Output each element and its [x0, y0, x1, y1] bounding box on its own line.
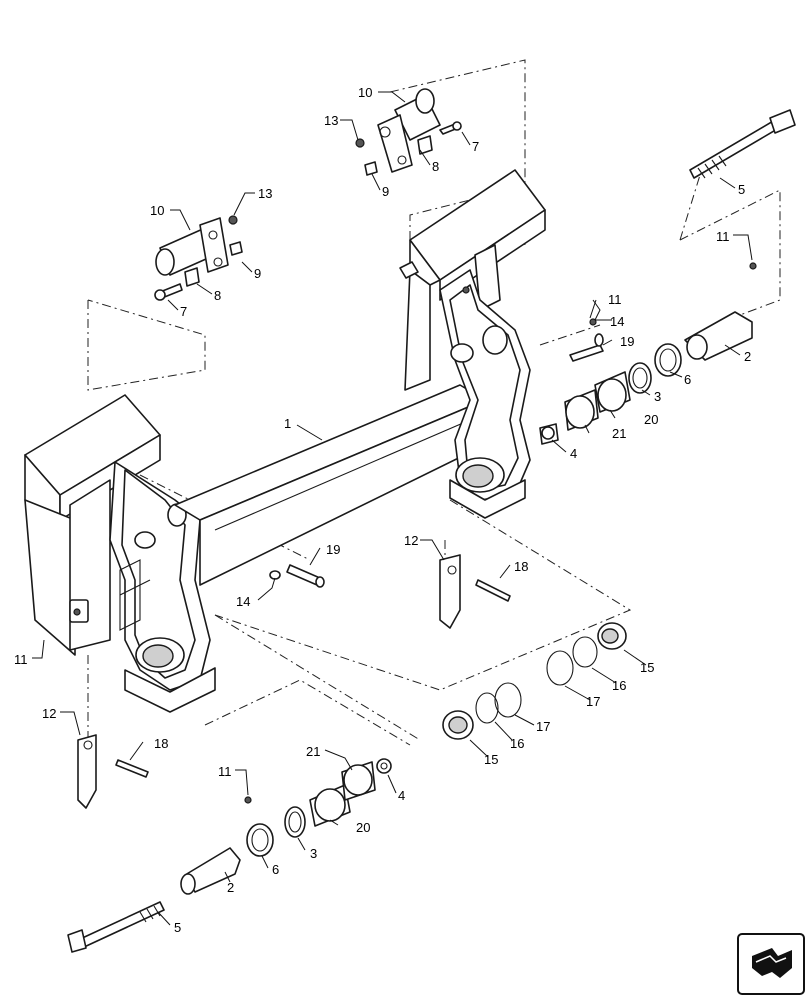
callout-label: 18 — [514, 559, 528, 574]
callout-label: 14 — [236, 594, 250, 609]
callout-label: 6 — [272, 862, 279, 877]
callout-label: 9 — [254, 266, 261, 281]
callout-label: 5 — [738, 182, 745, 197]
pin-assembly-upper — [355, 88, 462, 176]
callout-label: 10 — [150, 203, 164, 218]
callout-label: 11 — [608, 292, 622, 307]
callout-label: 20 — [644, 412, 658, 427]
callout-label: 4 — [570, 446, 577, 461]
callout-label: 17 — [536, 719, 550, 734]
arrow-corner-icon[interactable] — [737, 933, 805, 995]
bolt-assembly-lower — [67, 758, 392, 953]
callout-label: 11 — [218, 764, 232, 779]
callout-label: 3 — [310, 846, 317, 861]
callout-label: 6 — [684, 372, 691, 387]
callout-label: 7 — [472, 139, 479, 154]
callout-label: 13 — [324, 113, 338, 128]
callout-label: 14 — [610, 314, 624, 329]
pins-middle — [77, 554, 511, 809]
callout-label: 12 — [42, 706, 56, 721]
callout-label: 19 — [326, 542, 340, 557]
callout-label: 21 — [306, 744, 320, 759]
callout-label: 2 — [744, 349, 751, 364]
callout-label: 18 — [154, 736, 168, 751]
callout-label: 12 — [404, 533, 418, 548]
callout-label: 15 — [484, 752, 498, 767]
callout-label: 21 — [612, 426, 626, 441]
callout-label: 1 — [284, 416, 291, 431]
pin-assembly-left — [154, 215, 243, 301]
callout-label: 20 — [356, 820, 370, 835]
callout-label: 8 — [432, 159, 439, 174]
callout-label: 19 — [620, 334, 634, 349]
callout-label: 2 — [227, 880, 234, 895]
callout-label: 10 — [358, 85, 372, 100]
callout-label: 5 — [174, 920, 181, 935]
leader-lines — [32, 91, 753, 926]
callout-label: 16 — [510, 736, 524, 751]
callout-labels: 1 2 2 3 3 4 4 5 5 6 6 7 7 8 8 9 9 10 10 … — [14, 85, 751, 935]
callout-label: 3 — [654, 389, 661, 404]
bushing-set-right — [546, 622, 627, 686]
callout-label: 11 — [716, 229, 730, 244]
callout-label: 9 — [382, 184, 389, 199]
callout-label: 11 — [14, 652, 28, 667]
callout-label: 16 — [612, 678, 626, 693]
callout-label: 7 — [180, 304, 187, 319]
callout-label: 13 — [258, 186, 272, 201]
callout-label: 15 — [640, 660, 654, 675]
bolt-assembly-right — [539, 109, 796, 445]
callout-label: 17 — [586, 694, 600, 709]
main-frame — [24, 169, 546, 713]
callout-label: 4 — [398, 788, 405, 803]
bushing-set-lower — [442, 682, 522, 740]
callout-label: 8 — [214, 288, 221, 303]
